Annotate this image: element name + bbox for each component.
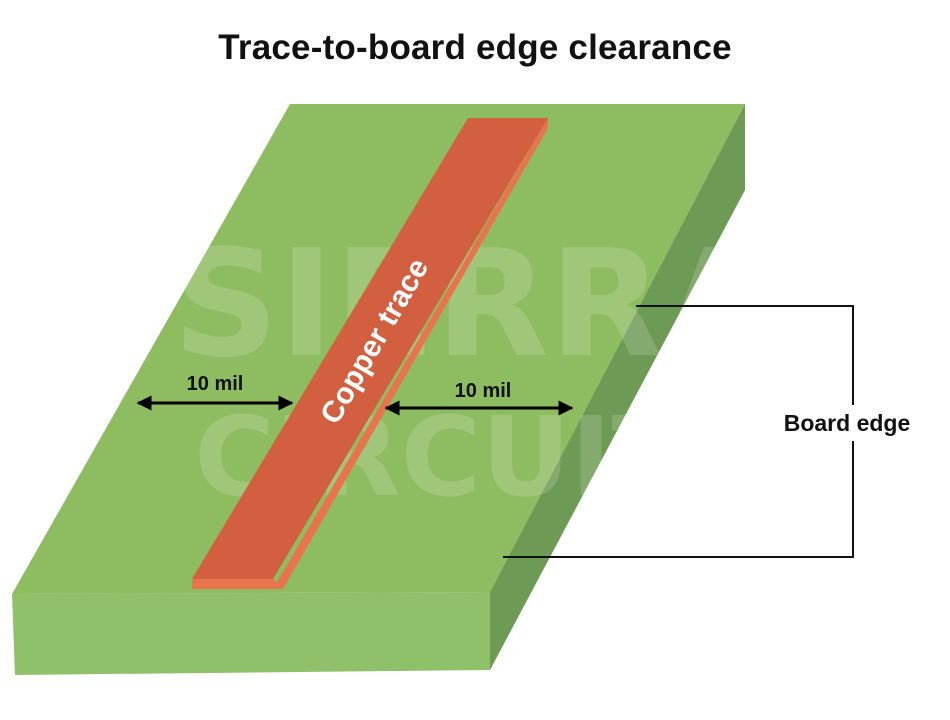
clearance-left: 10 mil [136, 373, 294, 411]
diagram-title: Trace-to-board edge clearance [218, 28, 732, 67]
trace-top-face [192, 118, 548, 579]
board-side-face [490, 104, 745, 670]
trace-side-edge [273, 118, 548, 589]
clearance-right: 10 mil [384, 380, 574, 416]
clearance-right-label: 10 mil [455, 380, 512, 402]
trace-bottom-edge [192, 579, 283, 589]
board-edge-callout: Board edge [503, 305, 930, 558]
board-front-face [12, 592, 490, 675]
board-edge-label: Board edge [784, 410, 911, 436]
clearance-left-label: 10 mil [187, 373, 244, 395]
